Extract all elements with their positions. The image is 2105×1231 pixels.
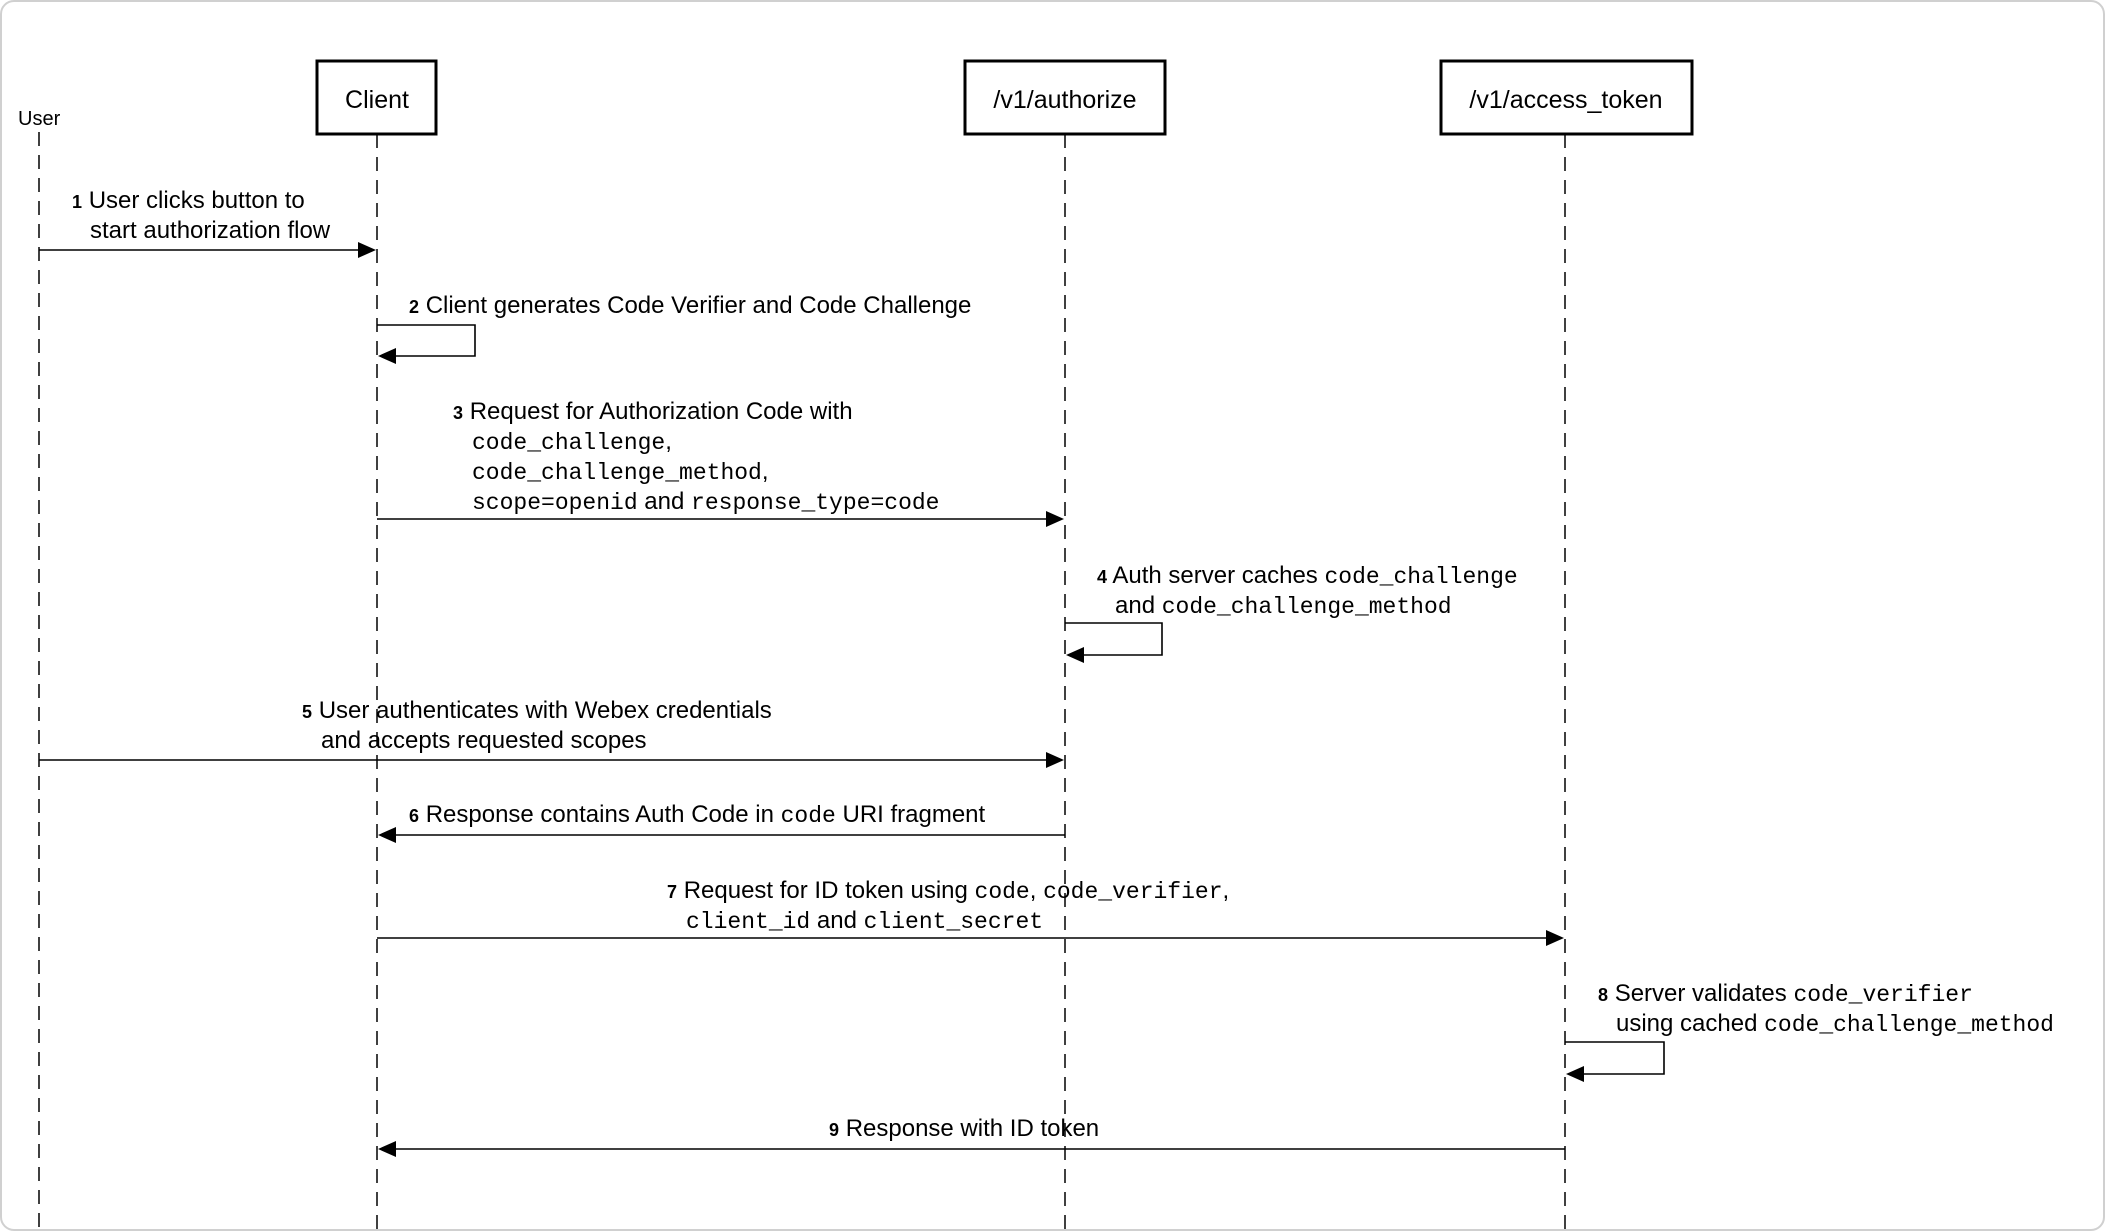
label-text: and — [638, 488, 691, 515]
label-text: , — [1030, 877, 1043, 904]
label-text: User clicks button to — [89, 187, 305, 214]
label-text: Response contains Auth Code in — [426, 801, 781, 828]
message-7-arrow — [377, 930, 1564, 946]
participant-authorize-label: /v1/authorize — [993, 86, 1136, 114]
code-token: client_secret — [864, 909, 1043, 935]
message-3-arrow — [377, 511, 1064, 527]
participant-user-label: User — [18, 108, 61, 130]
message-number: 7 — [667, 882, 677, 902]
message-9-label: 9 Response with ID token — [829, 1115, 1099, 1142]
message-5-label: 5 User authenticates with Webex credenti… — [302, 697, 772, 754]
message-6-label: 6 Response contains Auth Code in code UR… — [409, 801, 986, 829]
label-text: , — [665, 428, 672, 455]
participant-client-label: Client — [345, 86, 409, 114]
message-2-label: 2 Client generates Code Verifier and Cod… — [409, 292, 971, 319]
label-text: Request for ID token using — [684, 877, 975, 904]
label-text: and — [1115, 592, 1162, 619]
message-number: 9 — [829, 1120, 839, 1140]
label-text: URI fragment — [836, 801, 986, 828]
participant-access-token-label: /v1/access_token — [1469, 86, 1662, 114]
message-7-label: 7 Request for ID token using code, code_… — [667, 877, 1229, 935]
code-token: client_id — [686, 909, 810, 935]
code-token: code_challenge_method — [472, 460, 762, 486]
label-text: Auth server caches — [1112, 562, 1324, 589]
message-2-arrow — [377, 324, 476, 364]
code-token: response_type=code — [691, 490, 939, 516]
code-token: code_verifier — [1043, 879, 1222, 905]
label-text: Response with ID token — [846, 1115, 1099, 1142]
message-4-arrow — [1065, 622, 1163, 663]
label-text: Server validates — [1615, 980, 1794, 1007]
code-token: scope=openid — [472, 490, 638, 516]
label-text: , — [1223, 877, 1230, 904]
label-text: , — [762, 458, 769, 485]
message-number: 1 — [72, 192, 82, 212]
message-8-arrow — [1565, 1041, 1665, 1082]
message-6-arrow — [378, 827, 1065, 843]
message-number: 2 — [409, 297, 419, 317]
message-number: 6 — [409, 806, 419, 826]
code-token: code_verifier — [1793, 982, 1972, 1008]
message-3-label: 3 Request for Authorization Code with cod… — [453, 398, 939, 516]
label-text: Client generates Code Verifier and Code … — [426, 292, 972, 319]
participant-authorize: /v1/authorize — [963, 59, 1167, 136]
label-text: User authenticates with Webex credential… — [319, 697, 772, 724]
code-token: code_challenge_method — [1162, 594, 1452, 620]
message-number: 3 — [453, 403, 463, 423]
message-1-label: 1 User clicks button to start authorizati… — [72, 187, 331, 244]
participant-access-token: /v1/access_token — [1439, 59, 1694, 136]
code-token: code_challenge_method — [1764, 1012, 2054, 1038]
message-5-arrow — [39, 752, 1064, 768]
code-token: code_challenge — [1324, 564, 1517, 590]
code-token: code — [975, 879, 1030, 905]
label-text: and — [810, 907, 863, 934]
message-9-arrow — [378, 1141, 1565, 1157]
label-text: using cached — [1616, 1010, 1764, 1037]
code-token: code_challenge — [472, 430, 665, 456]
message-number: 8 — [1598, 985, 1608, 1005]
message-number: 4 — [1097, 567, 1107, 587]
participant-client: Client — [315, 59, 438, 136]
label-text: Request for Authorization Code with — [470, 398, 853, 425]
label-text: and accepts requested scopes — [321, 727, 647, 754]
label-text: start authorization flow — [90, 217, 331, 244]
message-number: 5 — [302, 702, 312, 722]
code-token: code — [781, 803, 836, 829]
message-1-arrow — [39, 242, 376, 258]
